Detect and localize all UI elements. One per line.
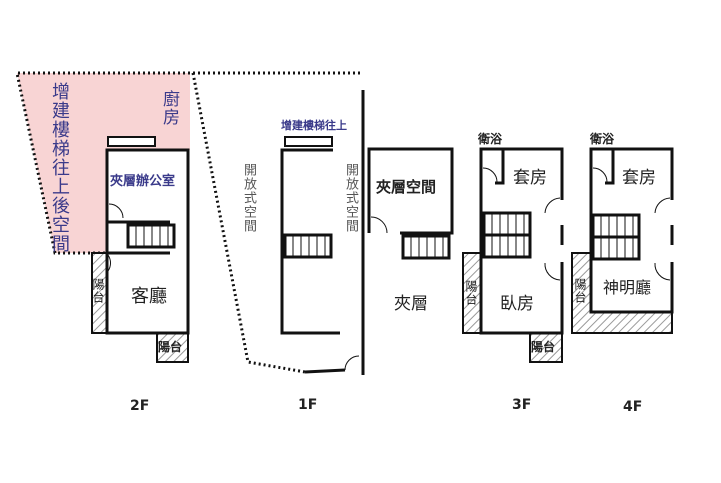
label-suite: 套房 [622, 168, 656, 188]
stair-mezz [401, 234, 451, 260]
label-shrine-room: 神明廳 [603, 278, 652, 297]
floor-3f [462, 147, 564, 363]
label-balcony: 陽台 [464, 280, 478, 306]
label-open-space: 開放式空間 [343, 163, 358, 233]
label-mezz-office: 夾層辦公室 [110, 174, 176, 189]
label-living-room: 客廳 [131, 286, 167, 307]
floor-1f [191, 71, 365, 375]
floor-4f [571, 147, 674, 334]
floor-2f [15, 71, 190, 363]
floor-label-1f: 1F [298, 397, 318, 413]
label-balcony: 陽台 [91, 278, 105, 304]
label-mezz-space: 夾層空間 [376, 178, 437, 196]
label-added-stair: 增建樓梯往上 [281, 119, 347, 132]
label-balcony: 陽台 [158, 340, 183, 354]
stair-1f [283, 233, 333, 259]
floor-mezzanine [367, 147, 454, 260]
label-mezzanine: 夾層 [394, 294, 428, 314]
label-kitchen: 廚房 [159, 90, 179, 126]
stair-4f-up [591, 213, 641, 239]
label-bath: 衛浴 [478, 132, 503, 146]
stair-2f [126, 223, 176, 249]
label-balcony: 陽台 [573, 278, 587, 304]
label-balcony: 陽台 [531, 340, 556, 354]
floor-label-3f: 3F [512, 397, 532, 413]
stair-4f-down [591, 235, 641, 261]
stair-3f-up [482, 211, 532, 237]
stair-3f-down [482, 233, 532, 259]
floor-label-2f: 2F [130, 398, 150, 414]
label-added-stair-space: 增建樓梯往上後空間 [49, 82, 70, 253]
label-bath: 衛浴 [590, 132, 615, 146]
label-suite: 套房 [513, 168, 547, 188]
label-open-space: 開放式空間 [241, 163, 256, 233]
floor-label-4f: 4F [623, 399, 643, 415]
label-bedroom: 臥房 [500, 294, 534, 314]
